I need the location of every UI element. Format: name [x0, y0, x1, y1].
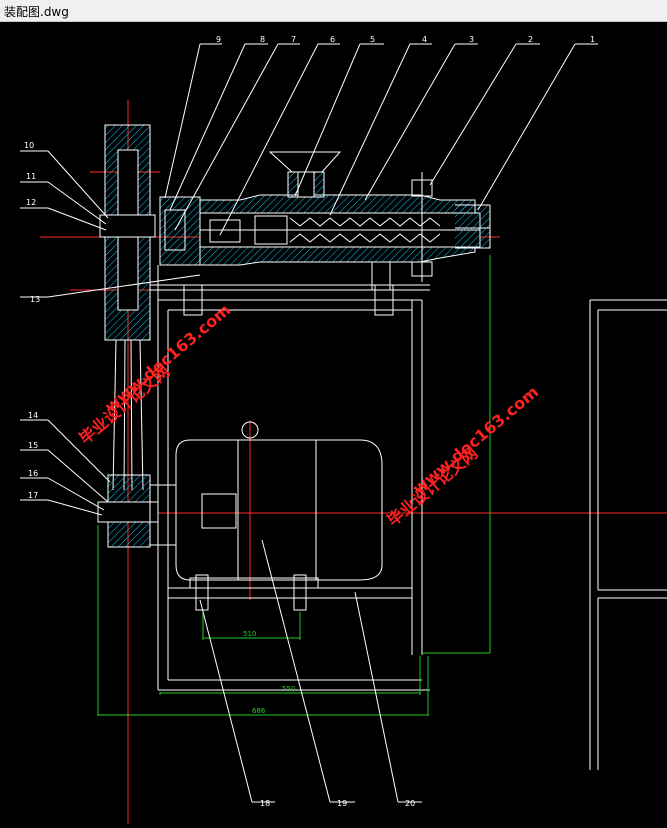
balloon-6: 6: [330, 35, 335, 44]
barrel-bolts: [183, 172, 433, 316]
balloon-9: 9: [216, 35, 221, 44]
balloon-14: 14: [28, 411, 38, 420]
balloon-3: 3: [469, 35, 474, 44]
balloon-8: 8: [260, 35, 265, 44]
window-title: 装配图.dwg: [4, 5, 69, 19]
upper-pulley: [99, 124, 156, 341]
balloon-4: 4: [422, 35, 427, 44]
balloon-13: 13: [30, 295, 40, 304]
dimension-lines: [97, 255, 491, 716]
balloon-7: 7: [291, 35, 296, 44]
balloon-17: 17: [28, 491, 38, 500]
balloon-18: 18: [260, 799, 270, 808]
balloon-12: 12: [26, 198, 36, 207]
balloon-1: 1: [590, 35, 595, 44]
assembly-drawing: 9 8 7 6 5 4 3 2 1 10 11 12 13 14 15 16 1…: [20, 35, 667, 824]
title-bar: 装配图.dwg: [0, 0, 667, 22]
balloon-5: 5: [370, 35, 375, 44]
balloon-20: 20: [405, 799, 415, 808]
watermark-url-right: www.doc163.com: [409, 382, 542, 498]
balloon-2: 2: [528, 35, 533, 44]
hopper: [268, 151, 342, 198]
balloon-16: 16: [28, 469, 38, 478]
v-belt: [112, 339, 144, 491]
dim-686: 686: [252, 707, 266, 715]
balloon-15: 15: [28, 441, 38, 450]
dim-510: 510: [243, 630, 256, 638]
motor: [149, 421, 383, 611]
lower-pulley: [97, 474, 159, 548]
dimension-texts: 510 550 686: [243, 630, 295, 715]
right-frame: [589, 299, 667, 770]
drawing-canvas[interactable]: 9 8 7 6 5 4 3 2 1 10 11 12 13 14 15 16 1…: [0, 22, 667, 824]
balloon-19: 19: [337, 799, 347, 808]
dim-550: 550: [282, 685, 295, 693]
balloon-11: 11: [26, 172, 36, 181]
leader-lines: [20, 43, 598, 803]
part-numbers: 9 8 7 6 5 4 3 2 1 10 11 12 13 14 15 16 1…: [24, 35, 595, 808]
watermark-right: 毕业设计论文网 www.doc163.com: [383, 382, 542, 530]
balloon-10: 10: [24, 141, 34, 150]
watermark-left: 毕业设计论文网 www.doc163.com: [75, 300, 234, 448]
barrel-assembly: [159, 194, 491, 266]
